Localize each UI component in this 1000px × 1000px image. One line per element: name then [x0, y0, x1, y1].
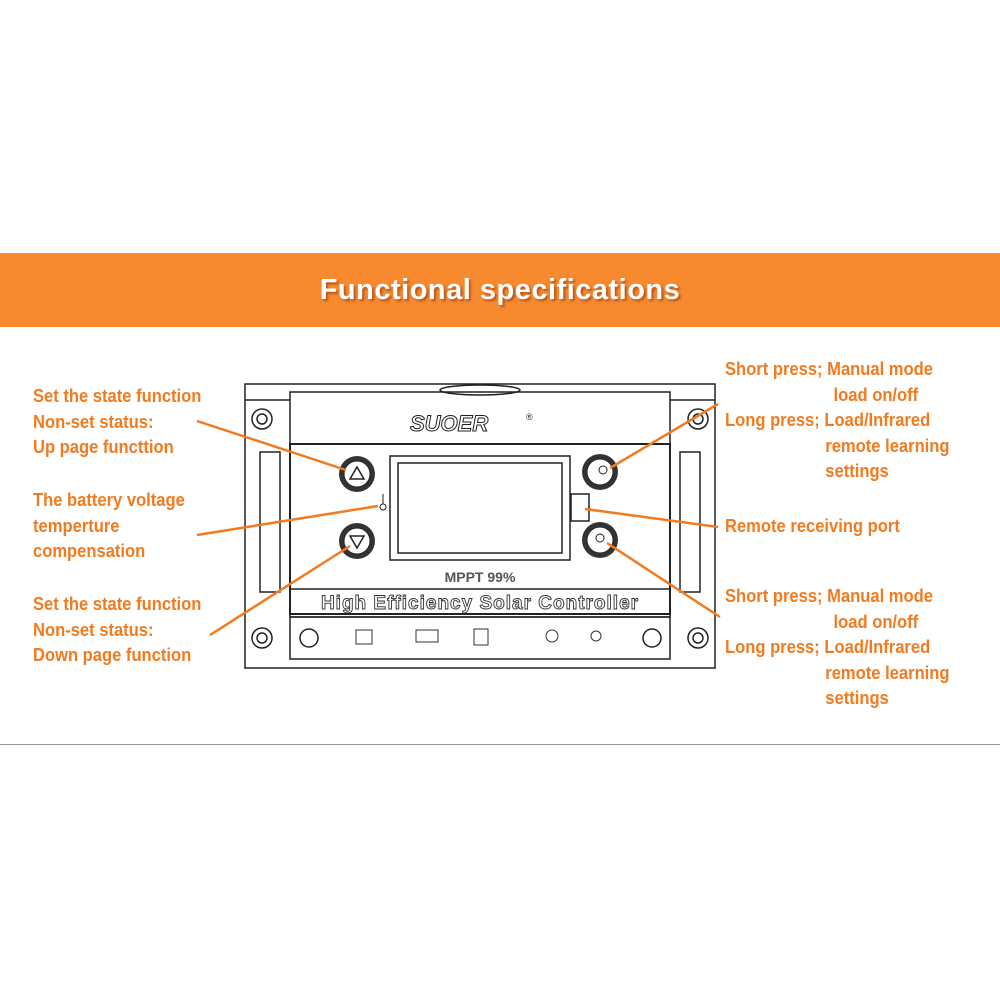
- down-button[interactable]: [339, 523, 375, 559]
- solar-panel-icon: [415, 629, 439, 643]
- page-title: Functional specifications: [319, 273, 681, 306]
- remote-port-label: Remote receiving port: [725, 516, 900, 536]
- leader-lines: [196, 402, 721, 637]
- battery-icon: [473, 628, 489, 646]
- terminal-icons: [355, 628, 602, 646]
- divider: [0, 744, 1000, 745]
- bulb-button-label: Short press; Manual mode load on/off Lon…: [725, 586, 950, 708]
- mppt-label: MPPT 99%: [445, 569, 516, 585]
- bulb-icon: [590, 630, 602, 642]
- remote-receiver: [570, 493, 590, 522]
- svg-text:®: ®: [526, 412, 533, 422]
- up-button[interactable]: [339, 456, 375, 492]
- brand-logo: SUOER: [410, 411, 488, 436]
- load-icon: [545, 629, 559, 643]
- load-button-label: Short press; Manual mode load on/off Lon…: [725, 359, 950, 481]
- title-banner: Functional specifications: [0, 253, 1000, 327]
- thermometer-icon: [379, 494, 387, 511]
- lcd-screen: [389, 455, 571, 561]
- bulb-button[interactable]: [582, 522, 618, 558]
- product-subtitle: High Efficiency Solar Controller: [321, 593, 639, 614]
- switch-icon: [355, 629, 373, 645]
- load-button[interactable]: [582, 454, 618, 490]
